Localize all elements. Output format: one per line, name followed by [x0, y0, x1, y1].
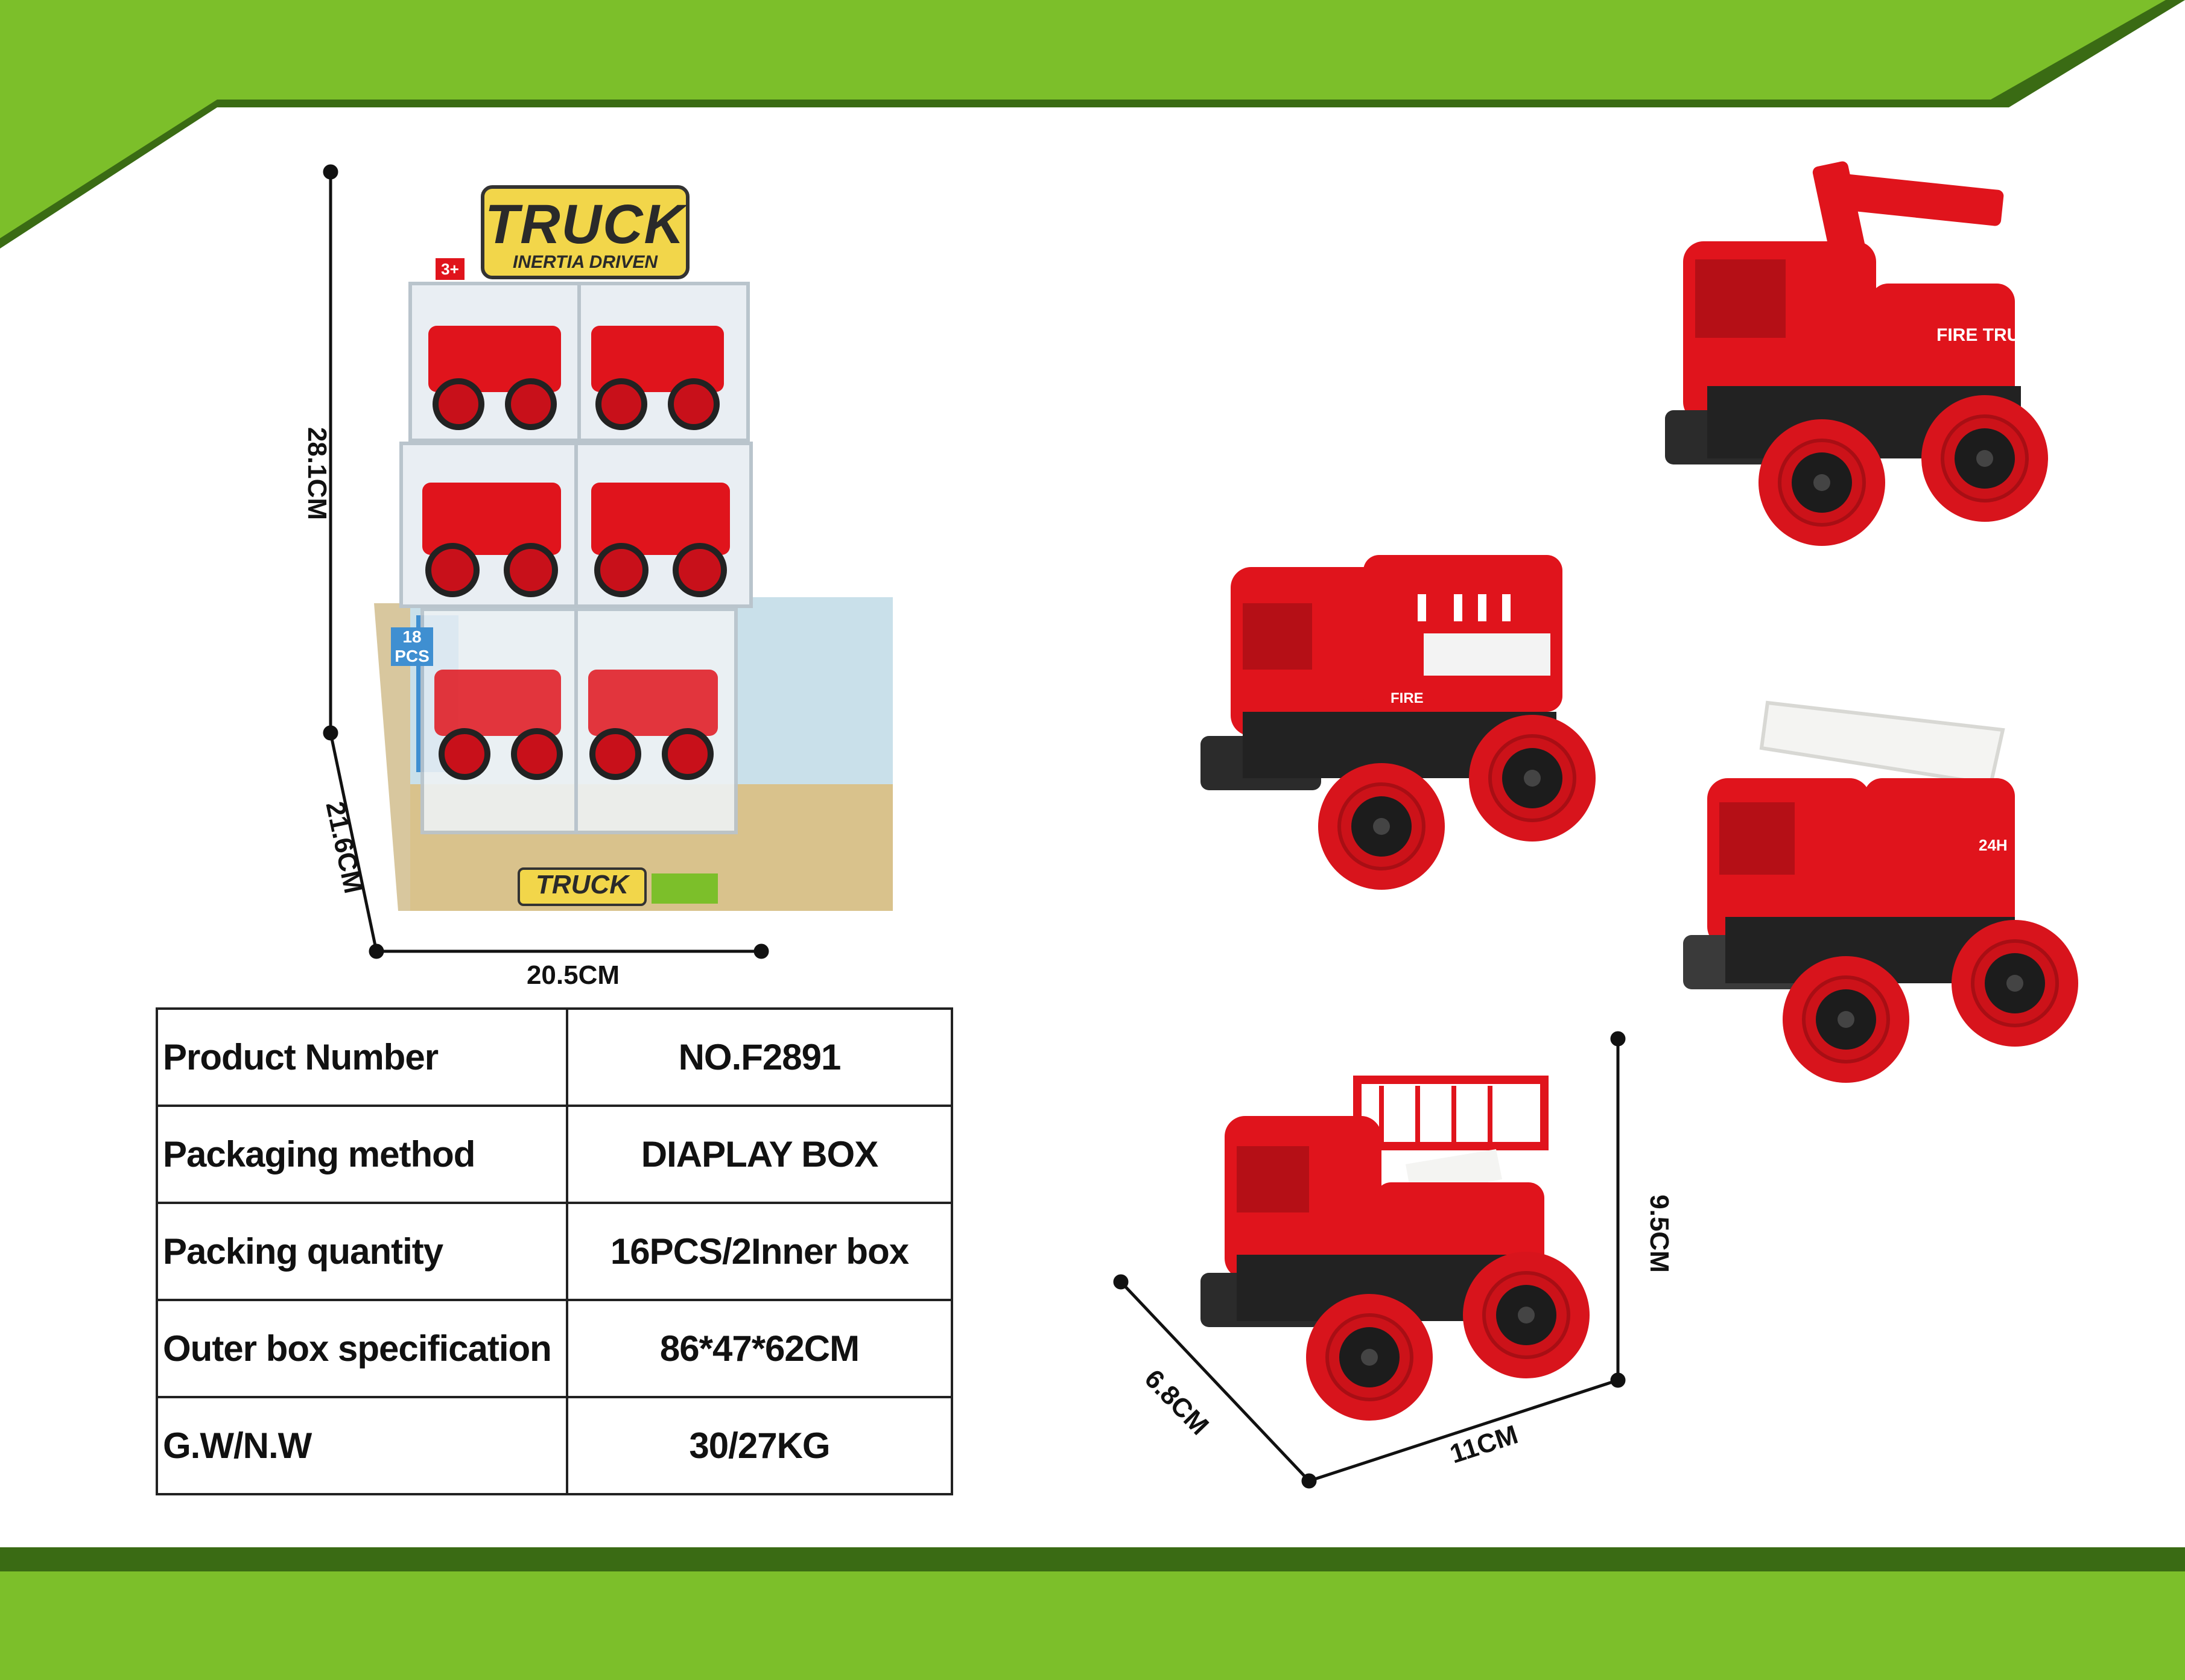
spec-label: Outer box specification — [156, 1299, 568, 1398]
top-band-right-dark-edge — [1991, 0, 2185, 107]
table-row: Product Number NO.F2891 — [156, 1007, 953, 1107]
spec-value: 86*47*62CM — [566, 1299, 953, 1398]
box-logo-text: TRUCK — [485, 194, 685, 255]
box-bottom-logo-text: TRUCK — [536, 870, 629, 899]
fire-truck-ladder-2 — [1683, 700, 2078, 1083]
box-mini-trucks — [422, 326, 730, 736]
truck-3-decal: 24H — [1979, 836, 2008, 854]
fire-truck-ladder-1 — [1665, 161, 2048, 546]
spec-value: NO.F2891 — [566, 1007, 953, 1107]
box-depth-line — [329, 732, 378, 952]
box-width-label: 20.5CM — [526, 960, 620, 990]
table-row: Packing quantity 16PCS/2Inner box — [156, 1202, 953, 1301]
spec-label: G.W/N.W — [156, 1396, 568, 1495]
table-row: Outer box specification 86*47*62CM — [156, 1299, 953, 1398]
box-age-badge: 3+ — [436, 258, 465, 280]
spec-label: Packaging method — [156, 1105, 568, 1204]
box-pcs-badge: 18 PCS — [391, 627, 433, 666]
table-row: Packaging method DIAPLAY BOX — [156, 1105, 953, 1204]
box-side-face — [374, 603, 410, 911]
bottom-band — [0, 1571, 2185, 1680]
bottom-band-dark — [0, 1547, 2185, 1571]
table-row: G.W/N.W 30/27KG — [156, 1396, 953, 1495]
spec-value: 16PCS/2Inner box — [566, 1202, 953, 1301]
box-logo-plate — [481, 185, 690, 279]
truck-depth-line — [1120, 1281, 1310, 1482]
spec-value: DIAPLAY BOX — [566, 1105, 953, 1204]
spec-label: Packing quantity — [156, 1202, 568, 1301]
truck-2-decal: FIRE — [1391, 690, 1424, 706]
spec-table: Product Number NO.F2891 Packaging method… — [156, 1007, 953, 1495]
box-logo-subtext: INERTIA DRIVEN — [512, 252, 658, 272]
fire-truck-basket — [1200, 1076, 1590, 1421]
top-band — [0, 0, 2185, 247]
top-band-dark-edge — [0, 100, 1991, 249]
truck-1-decal: FIRE TRUCK — [1936, 325, 2046, 345]
fire-truck-rescue — [1200, 555, 1596, 890]
spec-label: Product Number — [156, 1007, 568, 1107]
truck-length-line — [1308, 1378, 1619, 1483]
spec-value: 30/27KG — [566, 1396, 953, 1495]
box-mini-wheels — [425, 378, 727, 780]
box-bottom-logo-plate — [518, 867, 647, 906]
